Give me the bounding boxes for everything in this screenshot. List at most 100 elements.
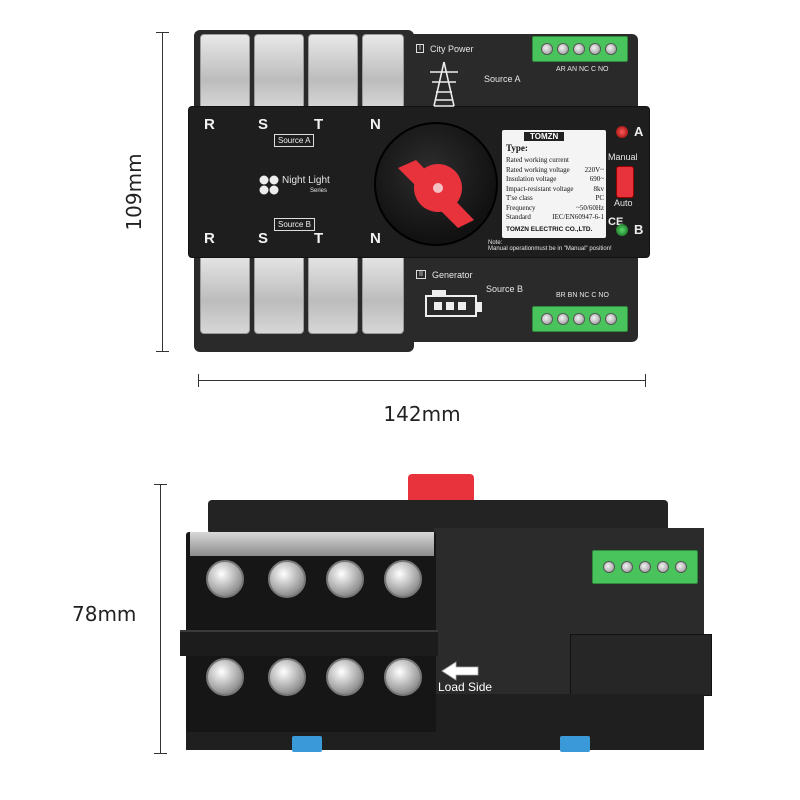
spec-label: TOMZN Type: Rated working current Rated … xyxy=(502,130,606,238)
spec-row: Frequency~50/60Hz xyxy=(506,203,604,212)
switch-handle-icon[interactable] xyxy=(376,124,496,244)
terminal-bolt-bottom-3 xyxy=(326,658,364,696)
din-clip-left xyxy=(292,736,322,752)
height-dimension-tick-top xyxy=(156,32,169,33)
phase-top-n: N xyxy=(370,116,381,133)
night-light-logo: Night Light Series xyxy=(258,172,358,202)
terminal-cover-bottom-2 xyxy=(254,252,304,334)
manual-label: Manual xyxy=(608,152,638,162)
night-light-text: Night Light xyxy=(282,175,330,186)
terminal-block-top-rail xyxy=(190,532,434,556)
side-height-tick-top xyxy=(154,484,167,485)
phase-bottom-s: S xyxy=(258,230,269,247)
terminal-divider-plate xyxy=(180,630,438,656)
terminal-bolt-top-1 xyxy=(206,560,244,598)
terminal-cover-bottom-1 xyxy=(200,252,250,334)
night-light-icon xyxy=(259,175,279,195)
screw xyxy=(675,561,687,573)
side-aux-terminal xyxy=(592,550,698,584)
height-dimension-tick-bottom xyxy=(156,351,169,352)
indicator-a-label: A xyxy=(634,124,644,139)
contacts-a-label: AR AN NC C NO xyxy=(556,66,609,73)
din-clip-right xyxy=(560,736,590,752)
source-b-label: Source B xyxy=(486,284,524,294)
terminal-cover-top-3 xyxy=(308,34,358,110)
phase-bottom-t: T xyxy=(314,230,324,247)
terminal-bolt-bottom-2 xyxy=(268,658,306,696)
load-side-label: Load Side xyxy=(438,680,493,694)
indicator-a-led xyxy=(616,126,628,138)
manual-auto-switch[interactable] xyxy=(616,166,634,198)
note-text: Manual operationmust be in "Manual" posi… xyxy=(488,246,612,252)
side-height-tick-bottom xyxy=(154,753,167,754)
power-tower-icon xyxy=(430,61,458,107)
width-dimension-label: 142mm xyxy=(383,402,461,426)
auto-label: Auto xyxy=(614,198,633,208)
screw xyxy=(605,43,617,55)
indicator-b-label: B xyxy=(634,222,644,237)
screw xyxy=(573,43,585,55)
terminal-bolt-bottom-4 xyxy=(384,658,422,696)
terminal-bolt-top-3 xyxy=(326,560,364,598)
city-power-label: City Power xyxy=(430,44,474,54)
terminal-cover-top-4 xyxy=(362,34,404,110)
screw xyxy=(621,561,633,573)
screw xyxy=(573,313,585,325)
note-title: Note: xyxy=(488,240,503,246)
source-a-tag: Source A xyxy=(274,134,315,147)
company-name: TOMZN ELECTRIC CO.,LTD. xyxy=(506,226,593,233)
phase-bottom-n: N xyxy=(370,230,381,247)
width-dimension-tick-left xyxy=(198,374,199,387)
terminal-bolt-top-4 xyxy=(384,560,422,598)
generator-label: Generator xyxy=(432,270,473,280)
aux-terminal-b xyxy=(532,306,628,332)
screw xyxy=(557,43,569,55)
screw xyxy=(589,313,601,325)
screw xyxy=(605,313,617,325)
generator-icon xyxy=(425,290,482,317)
contacts-b-label: BR BN NC C NO xyxy=(556,292,609,299)
screw xyxy=(589,43,601,55)
roman-two-tag: II xyxy=(416,270,426,279)
ats-top-view: R S T N Source A Night Light Series Sour… xyxy=(188,30,650,352)
side-handle xyxy=(408,474,474,504)
terminal-cover-bottom-3 xyxy=(308,252,358,334)
side-height-dimension-label: 78mm xyxy=(72,602,137,626)
arrow-left-icon xyxy=(441,661,479,681)
side-height-dimension-line xyxy=(160,484,161,754)
aux-terminal-a xyxy=(532,36,628,62)
screw xyxy=(657,561,669,573)
phase-bottom-r: R xyxy=(204,230,215,247)
phase-top-t: T xyxy=(314,116,324,133)
height-dimension-line xyxy=(162,32,163,352)
spec-rows: Rated working current Rated working volt… xyxy=(506,156,604,223)
screw xyxy=(603,561,615,573)
roman-one-tag: I xyxy=(416,44,424,53)
type-label: Type: xyxy=(506,143,528,153)
terminal-bolt-top-2 xyxy=(268,560,306,598)
series-text: Series xyxy=(310,188,328,194)
ats-side-view: Load Side xyxy=(180,474,712,764)
screw xyxy=(541,313,553,325)
screw xyxy=(541,43,553,55)
width-dimension-tick-right xyxy=(645,374,646,387)
height-dimension-label: 109mm xyxy=(122,153,146,231)
phase-top-r: R xyxy=(204,116,215,133)
terminal-bolt-bottom-1 xyxy=(206,658,244,696)
spec-row: Rated working current xyxy=(506,156,569,164)
side-lower-box xyxy=(570,634,712,696)
rotary-switch[interactable] xyxy=(374,122,498,246)
phase-top-s: S xyxy=(258,116,269,133)
screw xyxy=(639,561,651,573)
terminal-cover-top-1 xyxy=(200,34,250,110)
width-dimension-line xyxy=(198,380,646,381)
indicator-b-led xyxy=(616,224,628,236)
brand-name: TOMZN xyxy=(524,132,565,141)
terminal-cover-bottom-4 xyxy=(362,252,404,334)
source-a-label: Source A xyxy=(484,74,521,84)
